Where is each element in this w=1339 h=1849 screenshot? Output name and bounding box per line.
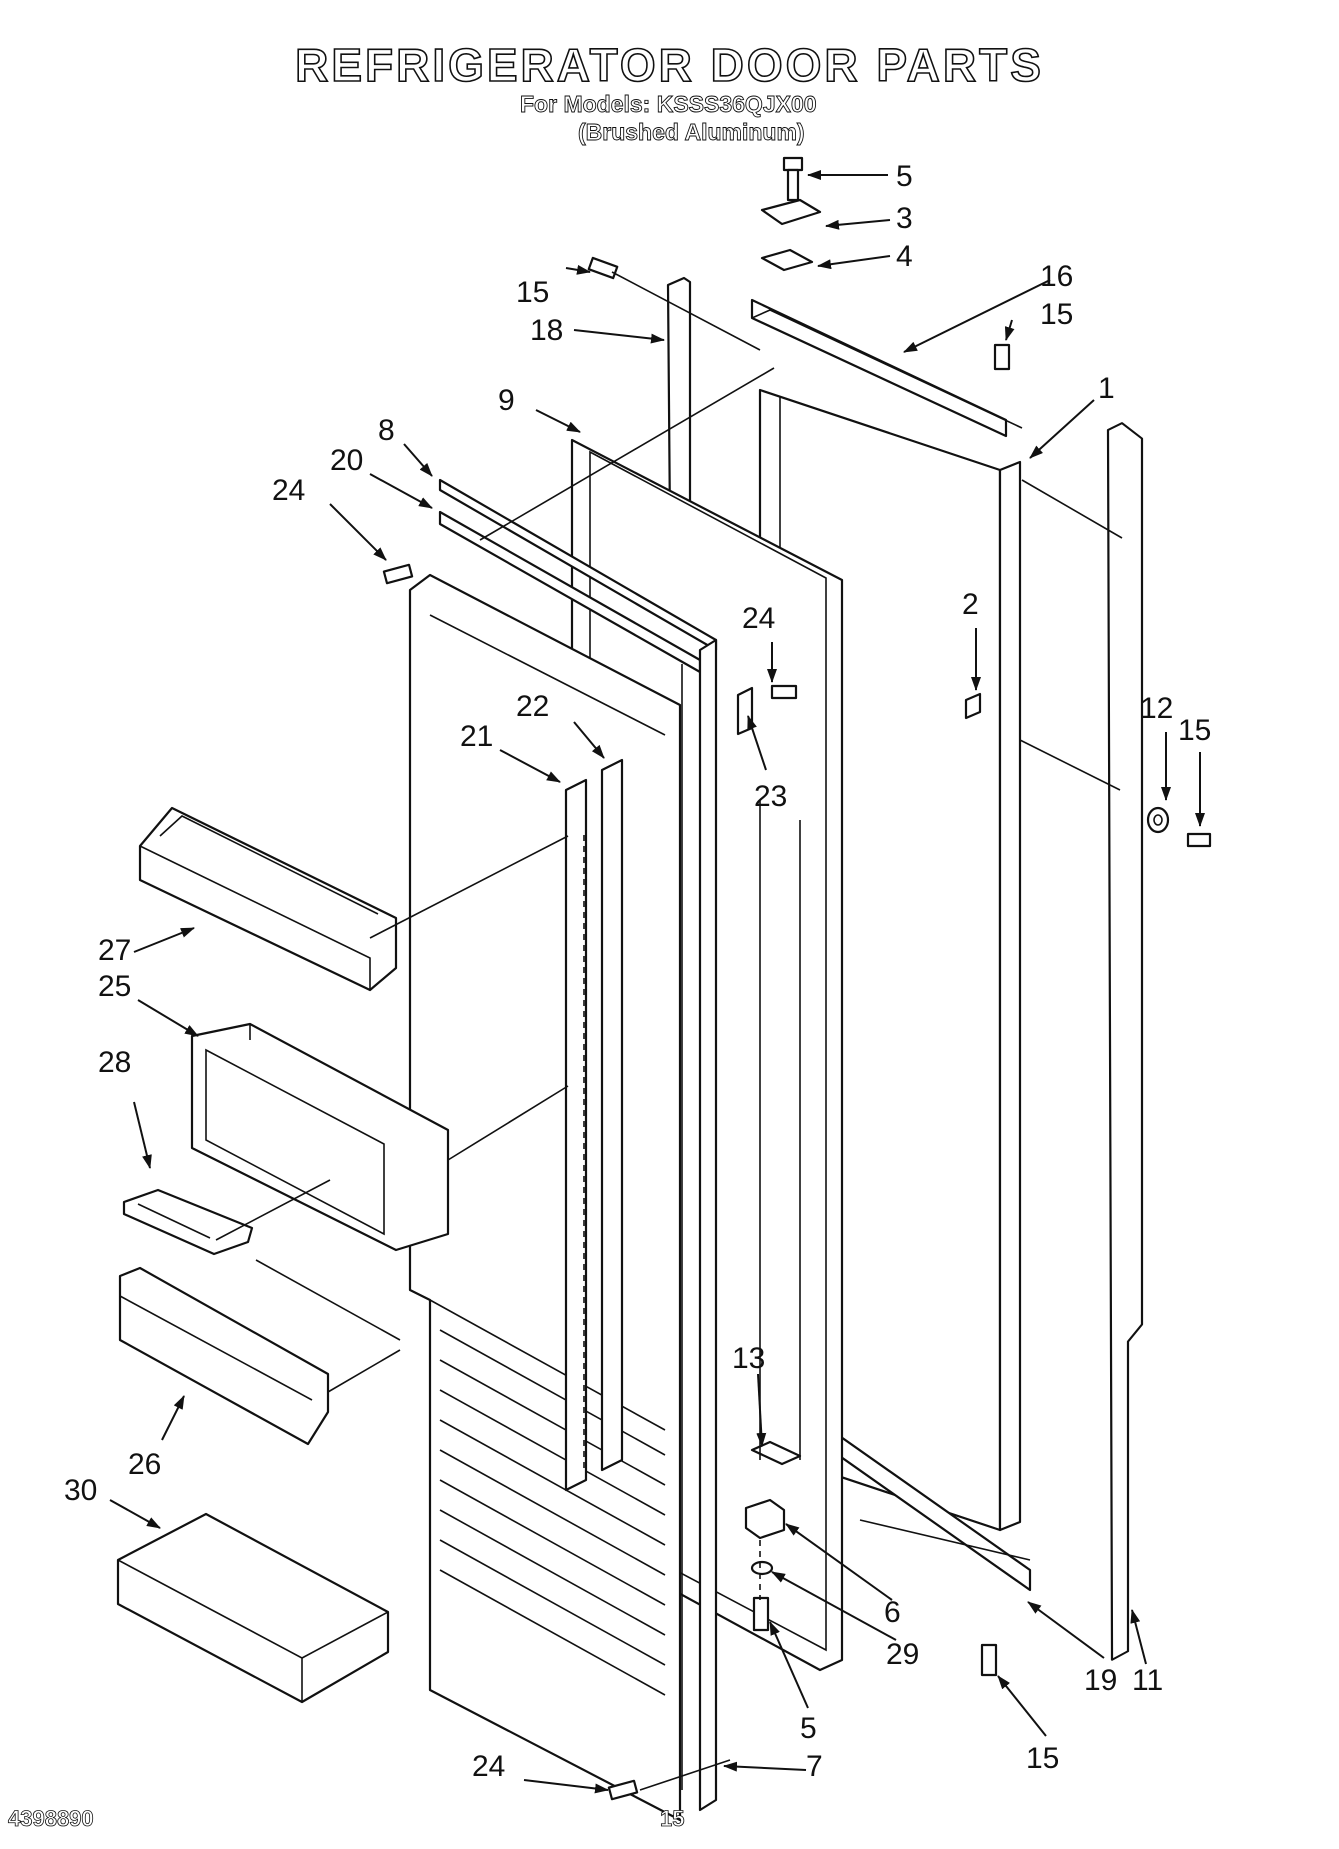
callout-15-d: 15 [1026,1742,1059,1775]
callout-2: 2 [962,588,979,621]
callout-11: 11 [1132,1664,1163,1697]
callout-22: 22 [516,690,549,723]
doc-number: 4398890 [8,1806,94,1832]
part-6-bottom-hinge [744,1498,786,1540]
part-27-door-bin [138,806,398,992]
callout-28: 28 [98,1046,131,1079]
callout-25: 25 [98,970,131,1003]
part-23-bracket [736,686,754,736]
part-16-top-channel [750,298,1023,438]
callout-4: 4 [896,240,913,273]
part-2-clip [964,692,982,720]
screw-15-top-left [587,256,619,280]
callout-15-b: 15 [1040,298,1073,331]
part-12-washer [1146,806,1170,834]
page-title: REFRIGERATOR DOOR PARTS [294,38,1044,92]
models-line: For Models: KSSS36QJX00 [520,91,817,118]
part-28-small-tray [122,1188,254,1256]
callout-arrows [109,170,1205,1794]
screw-5-bottom [752,1596,770,1632]
screw-24-bottom [607,1779,639,1801]
callout-1: 1 [1098,372,1115,405]
part-11-trim-strip [1106,422,1144,1661]
callout-5-bottom: 5 [800,1712,817,1745]
screw-24-top [382,563,414,585]
part-21-rail [564,778,588,1492]
part-30-bottom-bin [116,1512,390,1704]
callout-6: 6 [884,1596,901,1629]
callout-13: 13 [732,1342,765,1375]
screw-15-right [993,343,1011,371]
callout-5-top: 5 [896,160,913,193]
callout-20: 20 [330,444,363,477]
part-29-washer [750,1560,774,1576]
screw-15-side [1186,832,1212,848]
part-25-large-bin [190,1022,450,1252]
screw-15-bottom [980,1643,998,1677]
callout-3: 3 [896,202,913,235]
callout-8: 8 [378,414,395,447]
part-4-hinge-shim [760,248,814,272]
door-inner-liner [408,573,682,1822]
callout-24-c: 24 [472,1750,505,1783]
part-22-rail [600,758,624,1472]
page-number: 15 [660,1806,685,1832]
callout-15-c: 15 [1178,714,1211,747]
part-7-door-edge [681,638,718,1812]
model-info: For Models: KSSS36QJX00 (Brushed Aluminu… [520,90,817,146]
callout-23: 23 [754,780,787,813]
callout-16: 16 [1040,260,1073,293]
callout-12: 12 [1140,692,1173,725]
callout-19: 19 [1084,1664,1117,1697]
callout-9: 9 [498,384,515,417]
callout-30: 30 [64,1474,97,1507]
callout-24-b: 24 [742,602,775,635]
callout-21: 21 [460,720,493,753]
callout-18: 18 [530,314,563,347]
finish-line: (Brushed Aluminum) [578,119,805,146]
callout-7: 7 [806,1750,823,1783]
callout-27: 27 [98,934,131,967]
callout-29: 29 [886,1638,919,1671]
part-5-top-screw [782,156,804,202]
part-26-dairy-door [118,1266,330,1446]
leader-lines [215,271,1123,1791]
callout-15-a: 15 [516,276,549,309]
callout-24-a: 24 [272,474,305,507]
callout-26: 26 [128,1448,161,1481]
callout-labels: 5 3 4 16 15 15 18 1 9 8 20 24 24 2 12 15… [64,160,1211,1783]
screw-24-mid [770,684,798,700]
part-3-top-hinge [760,198,822,226]
